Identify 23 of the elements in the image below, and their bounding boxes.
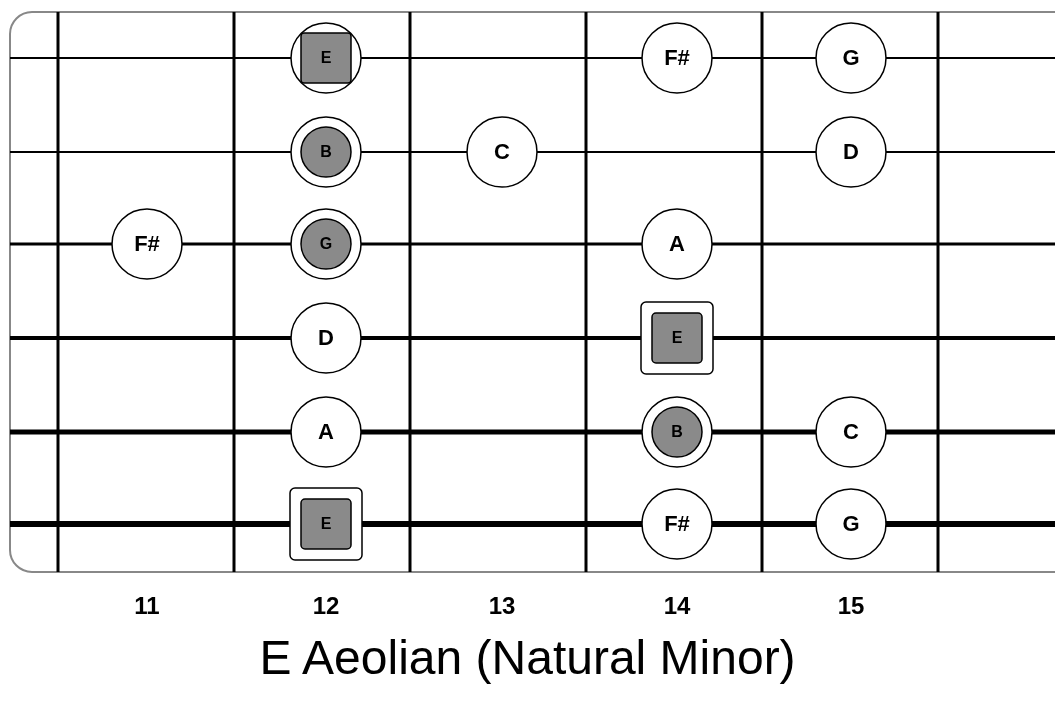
- root-note-marker: E: [640, 301, 714, 375]
- root-note-marker: E: [289, 21, 363, 95]
- note-circle: F#: [110, 207, 184, 281]
- shaded-note-circle: B: [289, 115, 363, 189]
- note-circle: F#: [640, 21, 714, 95]
- note-circle: G: [814, 21, 888, 95]
- note-circle: F#: [640, 487, 714, 561]
- note-circle: C: [465, 115, 539, 189]
- note-circle: G: [814, 487, 888, 561]
- shaded-note-circle: G: [289, 207, 363, 281]
- note-circle: C: [814, 395, 888, 469]
- fret-number: 15: [837, 592, 865, 620]
- note-circle: A: [289, 395, 363, 469]
- fret-number: 14: [663, 592, 691, 620]
- note-circle: D: [814, 115, 888, 189]
- note-circle: D: [289, 301, 363, 375]
- fret-number: 13: [488, 592, 516, 620]
- fret-number: 11: [134, 592, 160, 620]
- fret-number: 12: [312, 592, 340, 620]
- diagram-title: E Aeolian (Natural Minor): [258, 630, 797, 686]
- shaded-note-circle: B: [640, 395, 714, 469]
- note-circle: A: [640, 207, 714, 281]
- root-note-marker: E: [289, 487, 363, 561]
